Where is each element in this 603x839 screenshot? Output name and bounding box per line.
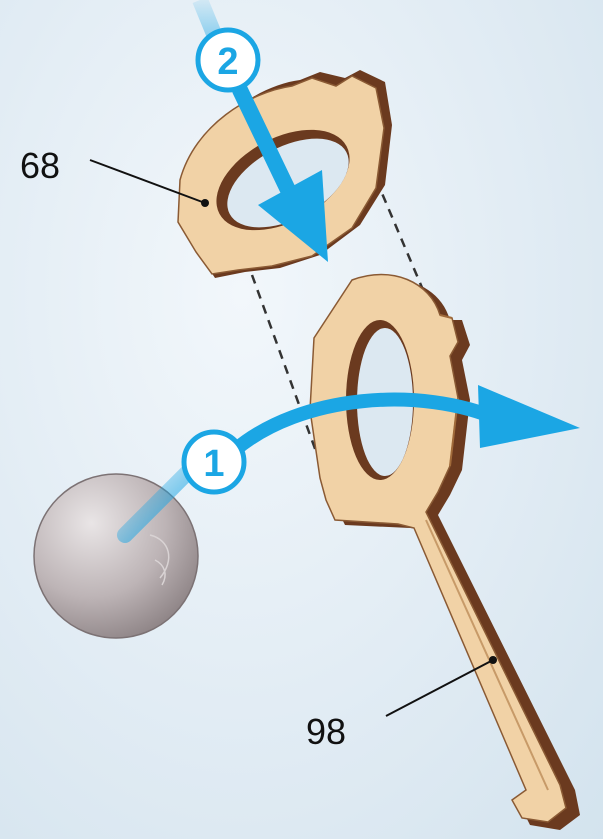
key-part	[310, 275, 580, 831]
callout-label-ring: 68	[20, 145, 60, 186]
callout-label-key: 98	[306, 711, 346, 752]
step-number-2: 2	[217, 41, 238, 83]
ball	[34, 474, 198, 638]
step-badge-1: 1	[184, 432, 244, 492]
step-badge-2: 2	[198, 30, 258, 90]
step-number-1: 1	[203, 443, 224, 485]
